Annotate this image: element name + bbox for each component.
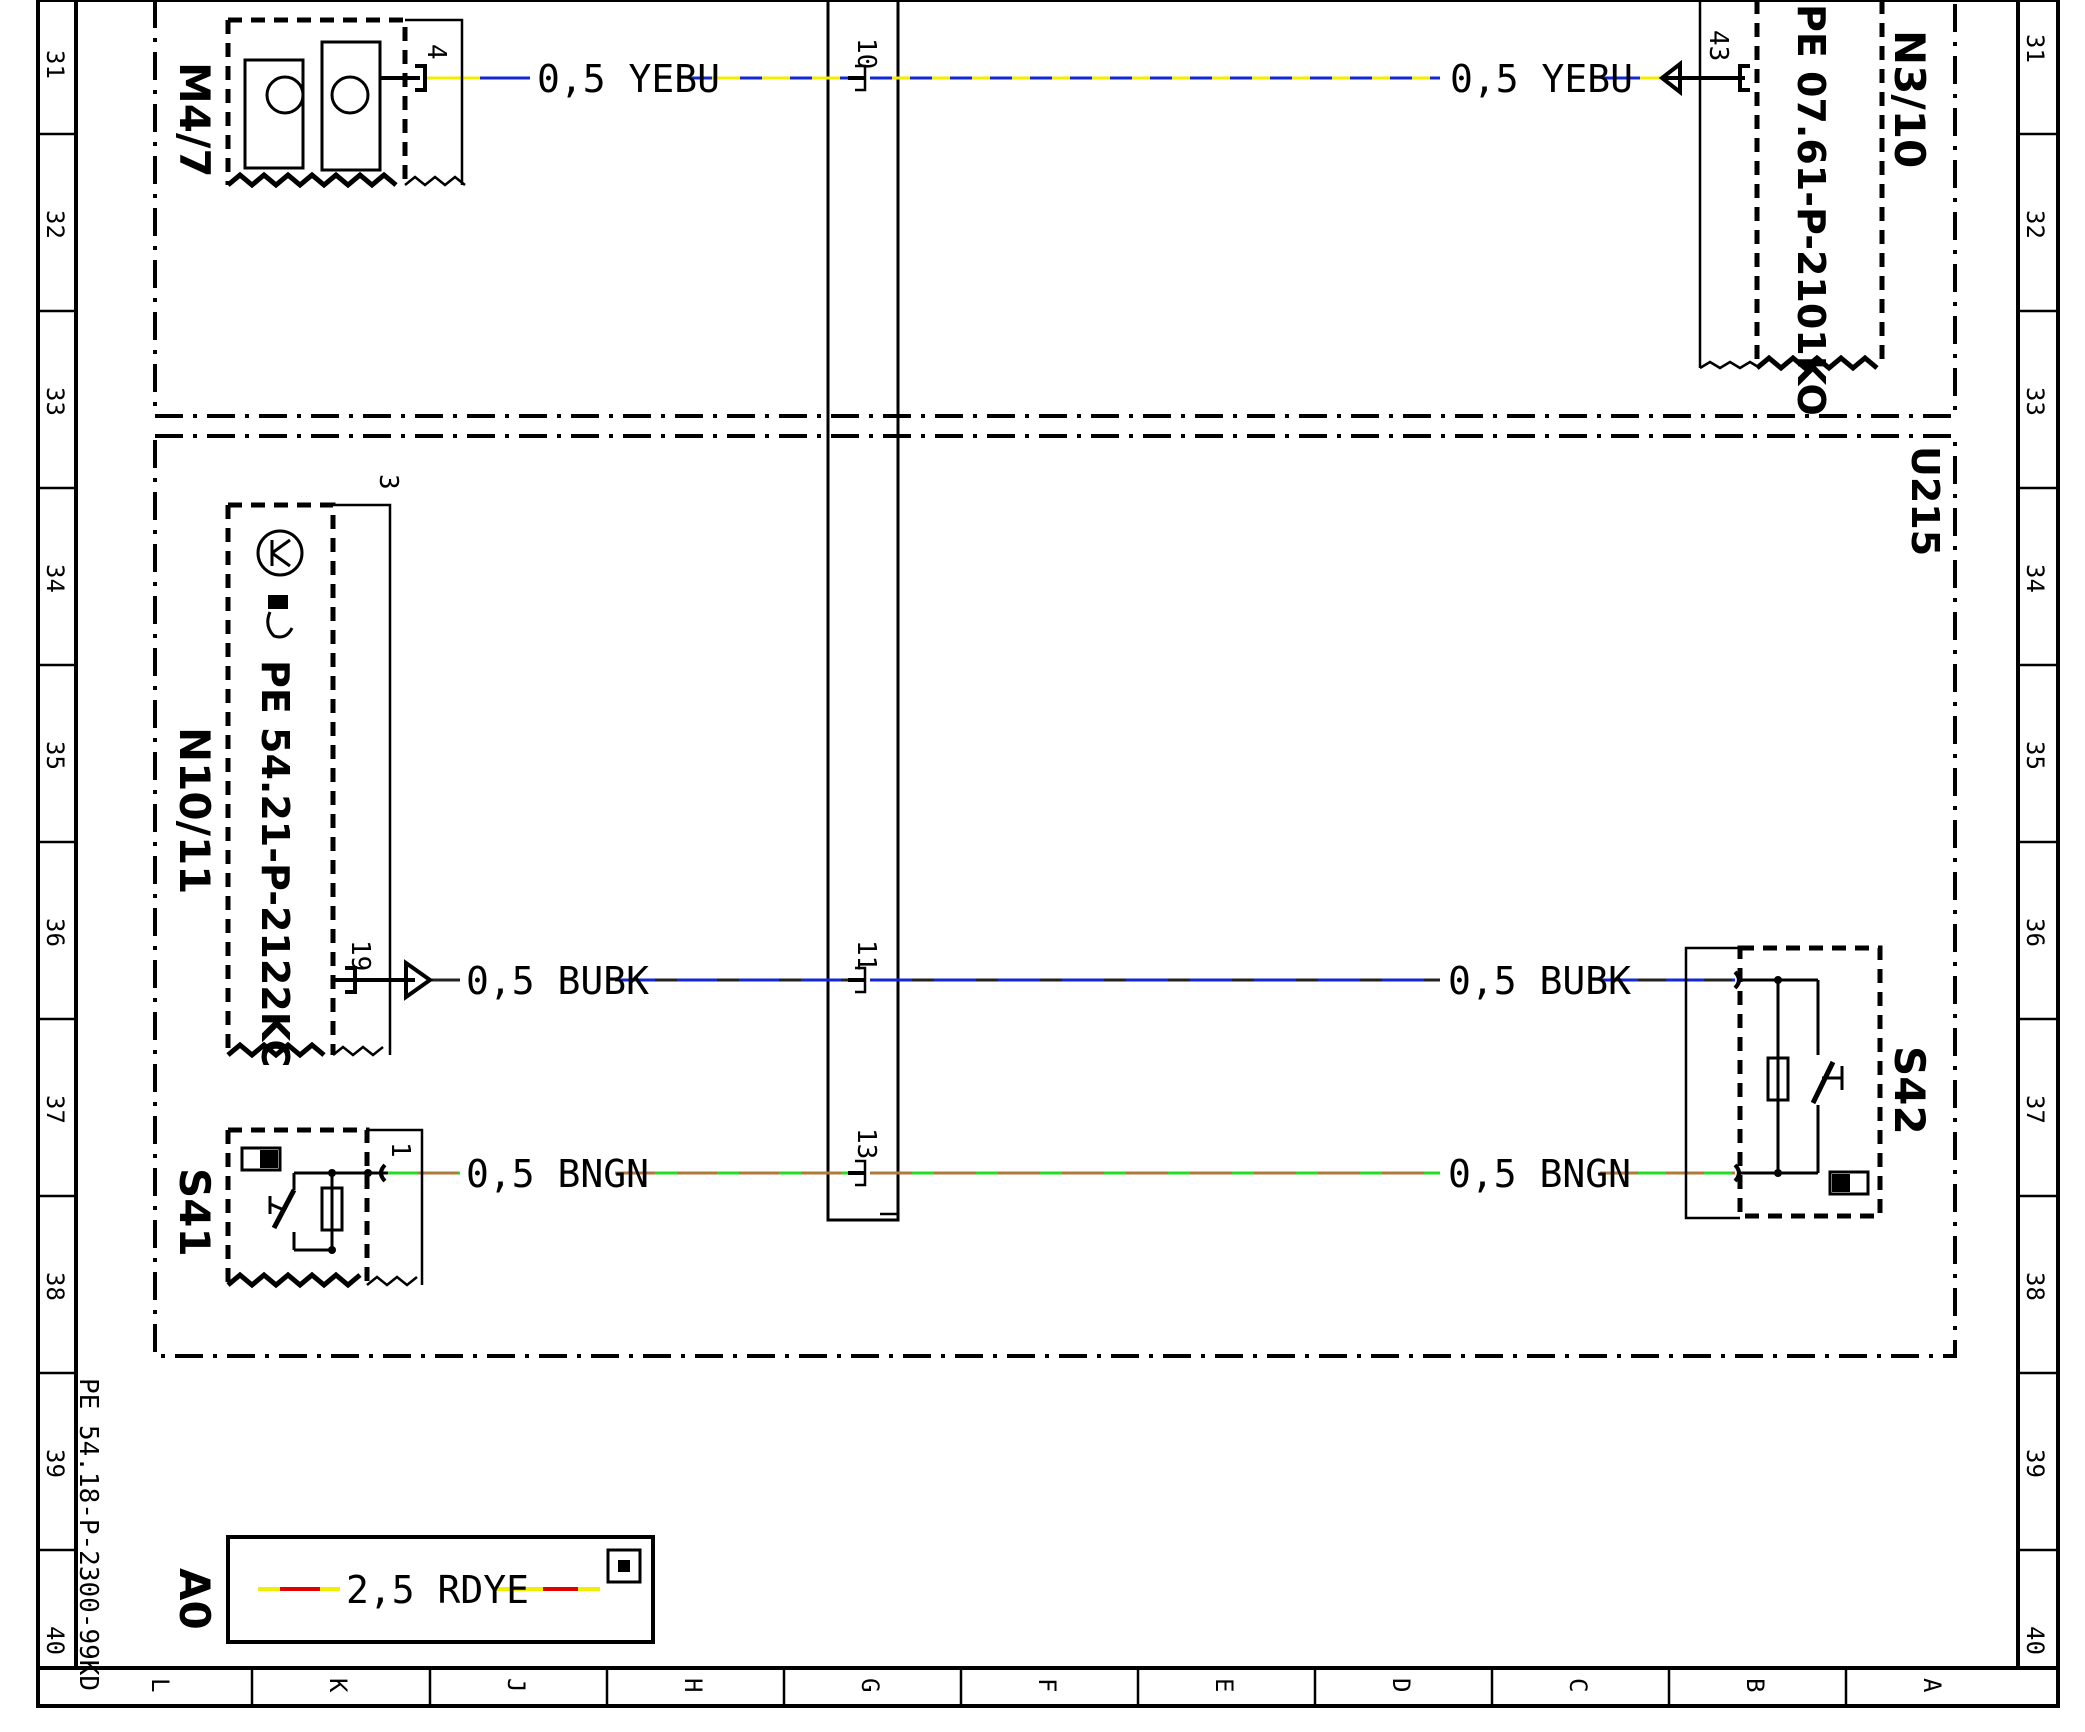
row-label: 31 (41, 50, 69, 79)
a0-label: A0 (170, 1568, 219, 1630)
n10-11-pin: 19 (345, 940, 375, 971)
pin-11: 11 (851, 940, 881, 971)
connector-pins (848, 64, 867, 1187)
row-label: 34 (2021, 564, 2049, 593)
row-label: 33 (41, 387, 69, 416)
wire-label-bubk-left: 0,5 BUBK (466, 959, 649, 1003)
column-label: F (1033, 1678, 1061, 1692)
column-label: C (1564, 1678, 1592, 1692)
row-label: 35 (2021, 741, 2049, 770)
row-label: 35 (41, 741, 69, 770)
row-label: 40 (2021, 1626, 2049, 1655)
column-label: E (1210, 1678, 1238, 1692)
hand-pointer-icon (268, 595, 288, 609)
column-label: B (1741, 1678, 1769, 1692)
s41-component (225, 1127, 424, 1289)
wire-label-yebu-right: 0,5 YEBU (1450, 57, 1633, 101)
info-icon (606, 1548, 642, 1584)
n3-10-ref: PE 07.61-P-2101KO (1789, 4, 1833, 416)
n3-10-label: N3/10 (1885, 30, 1934, 168)
row-label: 31 (2021, 34, 2049, 63)
column-label: G (856, 1678, 884, 1692)
m4-7-pin: 4 (421, 44, 451, 60)
column-letters: L K J H G F E D C B A (146, 1678, 1946, 1693)
row-label: 36 (2021, 918, 2049, 947)
n3-10-pin: 43 (1703, 30, 1733, 61)
document-ref: PE 54.18-P-2300-99KD (73, 1378, 103, 1691)
s42-component (1684, 945, 1883, 1220)
row-numbers-left: 31 32 33 34 35 36 37 38 39 40 (41, 50, 69, 1655)
n10-11-label: N10/11 (170, 727, 219, 894)
s41-label: S41 (170, 1168, 219, 1257)
s41-pin: 1 (385, 1142, 415, 1158)
pin-10: 10 (851, 38, 881, 69)
u215-label: U215 (1903, 446, 1947, 556)
row-numbers-right: 31 32 33 34 35 36 37 38 39 40 (2021, 34, 2049, 1655)
connector-strip (826, 0, 900, 1222)
n10-11-ref: PE 54.21-P-2122KC (253, 660, 297, 1067)
column-label: A (1918, 1678, 1946, 1693)
wire-label-bubk-right: 0,5 BUBK (1448, 959, 1631, 1003)
row-label: 34 (41, 564, 69, 593)
n10-11-component (225, 502, 434, 1059)
u215-region-border (153, 434, 1957, 1358)
row-label: 33 (2021, 387, 2049, 416)
outer-frame (36, 0, 2060, 1708)
column-label: L (146, 1678, 174, 1692)
wire-label-bngn-right: 0,5 BNGN (1448, 1152, 1631, 1196)
row-label: 32 (2021, 210, 2049, 239)
column-label: J (502, 1678, 530, 1692)
a0-box (226, 1535, 655, 1644)
m4-7-label: M4/7 (170, 62, 219, 178)
row-label: 37 (41, 1095, 69, 1124)
wire-label-bngn-left: 0,5 BNGN (466, 1152, 649, 1196)
n10-11-shield-pin: 3 (373, 474, 403, 490)
row-label: 39 (2021, 1449, 2049, 1478)
row-label: 32 (41, 210, 69, 239)
row-label: 38 (41, 1272, 69, 1301)
m4-7-component (225, 17, 466, 189)
row-label: 40 (41, 1626, 69, 1655)
column-label: H (679, 1678, 707, 1692)
column-label: D (1387, 1678, 1415, 1692)
row-label: 36 (41, 918, 69, 947)
n3-10-component (1658, 0, 1885, 372)
wire-label-yebu-left: 0,5 YEBU (537, 57, 720, 101)
wire-label-rdye: 2,5 RDYE (346, 1568, 529, 1612)
s42-label: S42 (1885, 1046, 1934, 1135)
pin-13: 13 (851, 1128, 881, 1159)
row-label: 38 (2021, 1272, 2049, 1301)
upper-region-border (153, 0, 1957, 418)
row-label: 39 (41, 1449, 69, 1478)
column-dividers (250, 1668, 1848, 1706)
row-label: 37 (2021, 1095, 2049, 1124)
row-dividers (38, 132, 2058, 1552)
column-label: K (324, 1678, 352, 1693)
